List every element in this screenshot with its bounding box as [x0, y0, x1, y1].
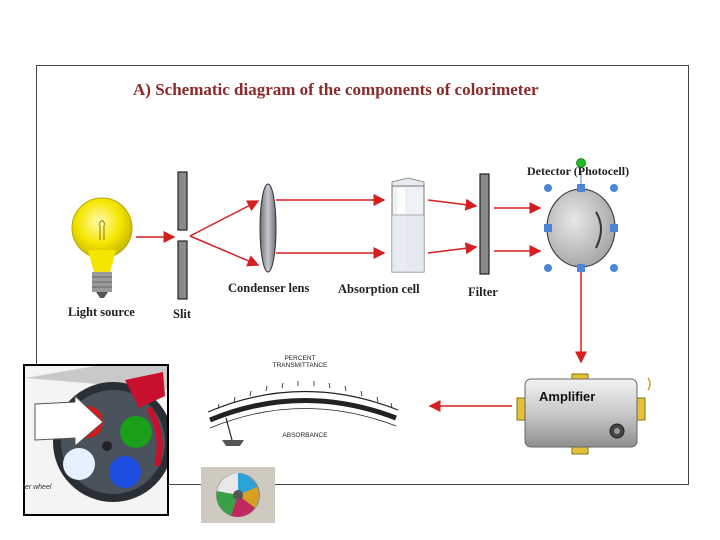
diagram-title: A) Schematic diagram of the components o… — [133, 80, 539, 99]
resize-handle[interactable] — [610, 224, 618, 232]
amplifier-label: Amplifier — [539, 389, 596, 404]
filter-wheel-inset — [23, 364, 169, 516]
condenser-lens-icon — [259, 183, 277, 273]
resize-handle[interactable] — [544, 224, 552, 232]
resize-handle[interactable] — [610, 184, 618, 192]
slit-label: Slit — [173, 307, 192, 321]
resize-handle[interactable] — [577, 184, 585, 192]
color-wheel-icon — [201, 467, 275, 523]
selection-handles[interactable] — [544, 158, 618, 273]
meter-top-label: PERCENT TRANSMITTANCE — [272, 355, 328, 369]
resize-handle[interactable] — [610, 264, 618, 272]
condenser-lens-label: Condenser lens — [228, 281, 310, 295]
partial-shape — [647, 377, 651, 391]
color-wheel-photo — [201, 467, 275, 523]
resize-handle[interactable] — [577, 264, 585, 272]
filter — [479, 173, 490, 275]
meter-bottom-label: ABSORBANCE — [282, 432, 328, 439]
resize-handle[interactable] — [544, 264, 552, 272]
light-source-label: Light source — [68, 305, 135, 319]
meter-scale — [207, 381, 399, 446]
resize-handle[interactable] — [544, 184, 552, 192]
light-bulb-icon — [71, 197, 133, 298]
rotate-handle[interactable] — [576, 158, 586, 168]
absorption-cell-label: Absorption cell — [338, 282, 420, 296]
detector-label: Detector (Photocell) — [527, 164, 630, 178]
filter-wheel-icon — [25, 366, 167, 514]
filter-wheel-caption: ter wheel — [23, 484, 52, 491]
light-path-arrows — [136, 194, 587, 412]
amplifier-icon — [516, 373, 646, 455]
filter-label: Filter — [468, 285, 498, 299]
cuvette-icon — [391, 177, 425, 273]
slit — [177, 171, 188, 300]
detector-icon — [546, 188, 616, 268]
